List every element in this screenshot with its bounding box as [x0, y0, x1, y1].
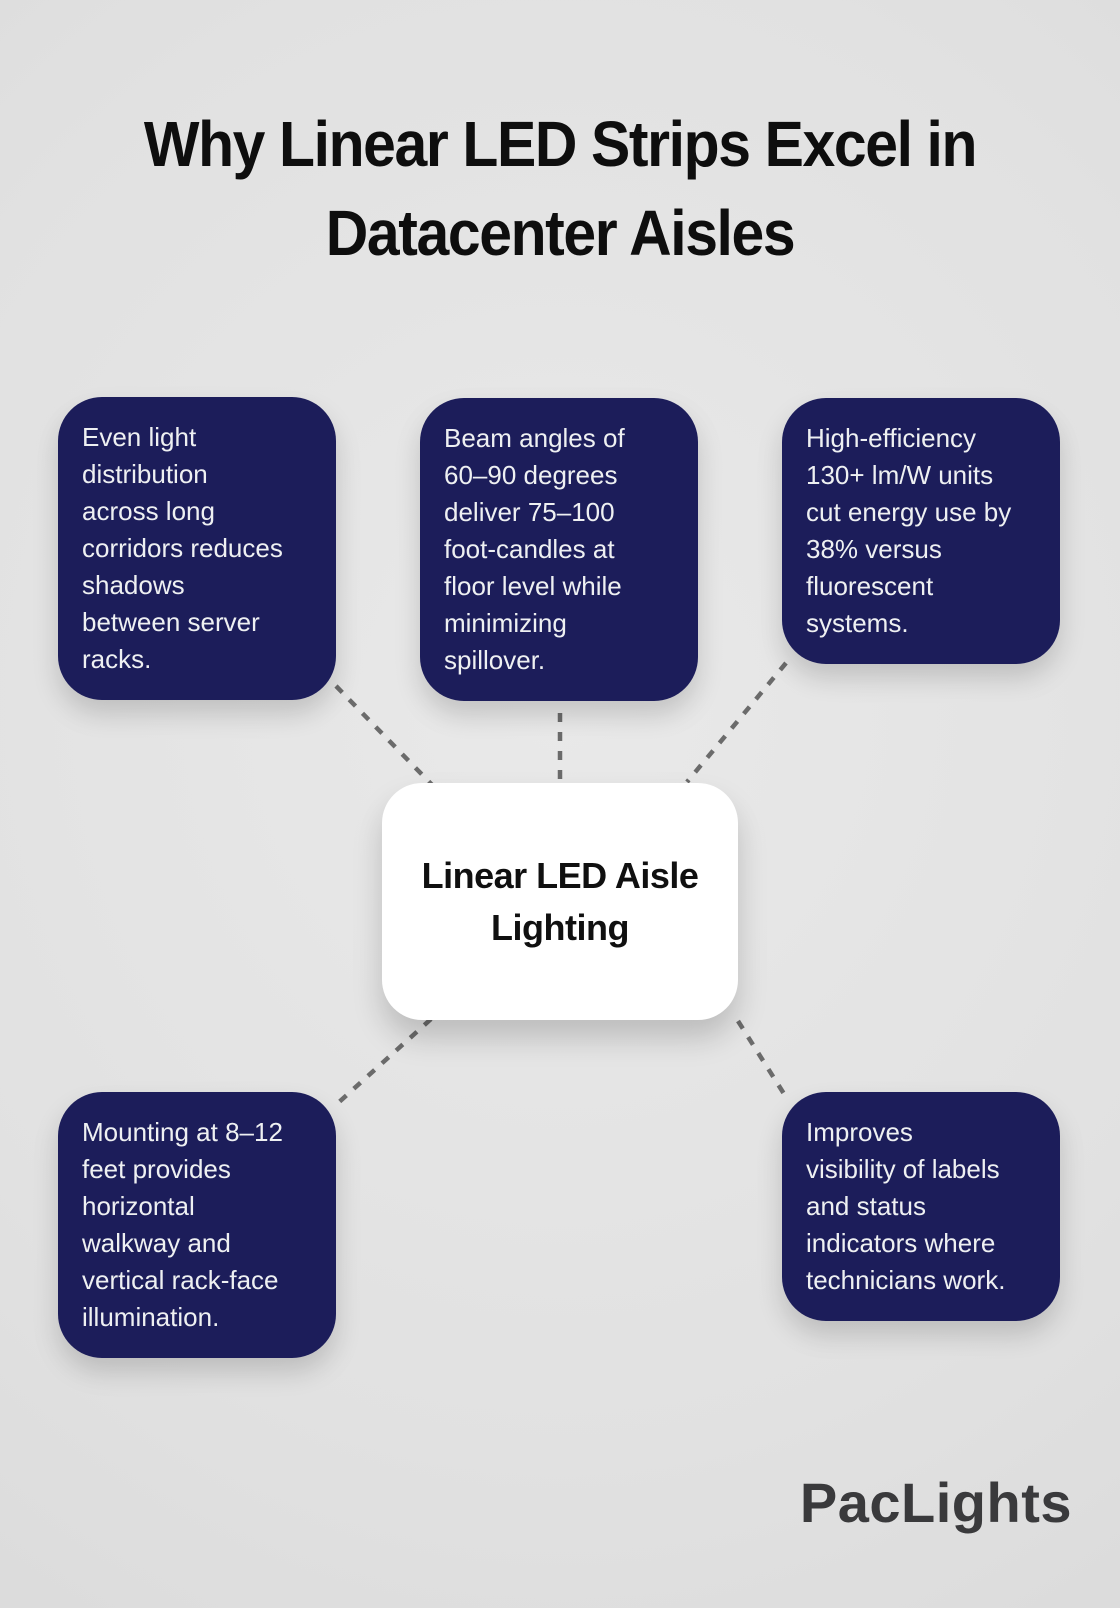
- benefit-card-mounting-height: Mounting at 8–12 feet provides horizonta…: [58, 1092, 336, 1358]
- central-topic-node: Linear LED Aisle Lighting: [382, 783, 738, 1020]
- connector-bottom-left: [336, 1017, 433, 1105]
- connector-top-left: [334, 684, 439, 792]
- connector-top-right: [685, 661, 788, 784]
- benefit-card-high-efficiency: High-efficiency 130+ lm/W units cut ener…: [782, 398, 1060, 664]
- page-title: Why Linear LED Strips Excel in Datacente…: [143, 108, 978, 269]
- connector-bottom-right: [736, 1019, 788, 1099]
- benefit-card-beam-angles: Beam angles of 60–90 degrees deliver 75–…: [420, 398, 698, 701]
- brand-logo: PacLights: [799, 1471, 1072, 1534]
- benefit-card-label-visibility: Improves visibility of labels and status…: [782, 1092, 1060, 1321]
- benefit-card-even-light-distribution: Even light distribution across long corr…: [58, 397, 336, 700]
